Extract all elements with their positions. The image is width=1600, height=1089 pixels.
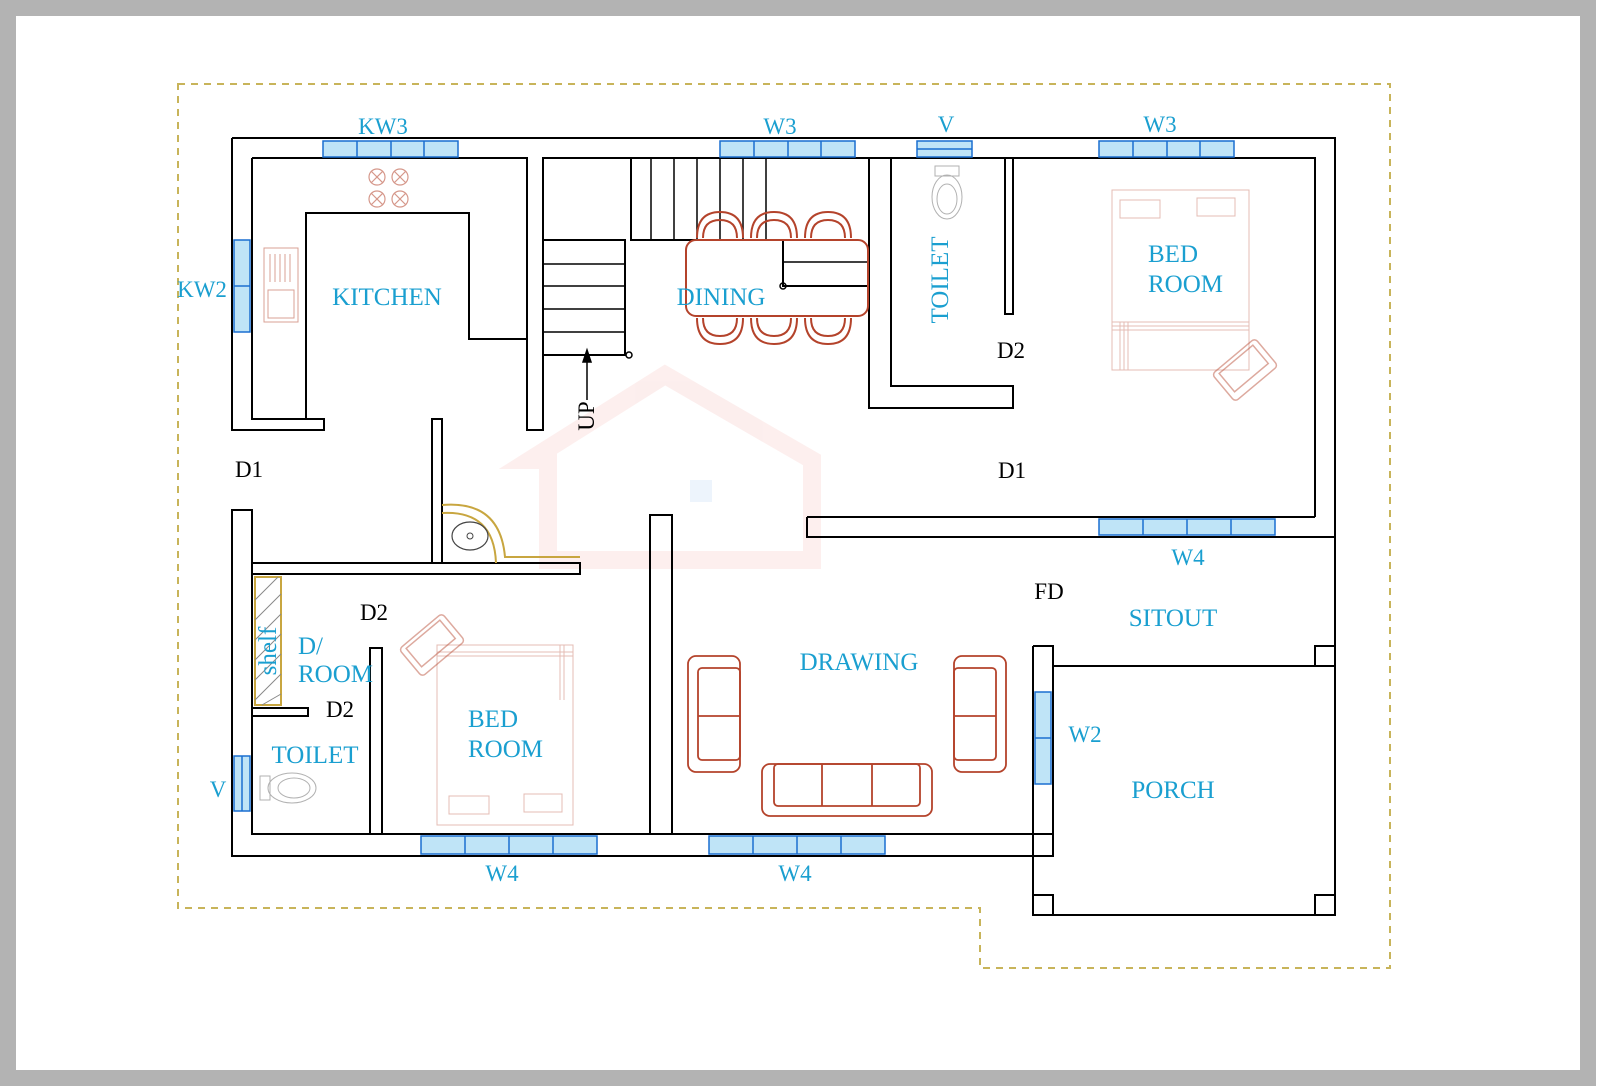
window-label-w2: W2 <box>1068 722 1101 747</box>
kitchen-hob <box>368 168 409 208</box>
porch-column-bl <box>1032 894 1054 916</box>
window-w4-bedroom-top <box>1098 518 1276 536</box>
window-w4-bedroom-bottom <box>420 835 598 855</box>
door-label-d1-left: D1 <box>235 457 263 482</box>
wall-bedroom-top-bottom <box>806 517 1335 538</box>
walls <box>231 137 1336 916</box>
room-label-dining: DINING <box>677 284 766 311</box>
armchair-bottom <box>399 614 465 676</box>
wall-wash <box>252 562 581 575</box>
window-w4-drawing <box>708 835 886 855</box>
wall-porch-top <box>1053 536 1336 667</box>
window-label-kw3: KW3 <box>358 114 408 139</box>
door-label-d1-right: D1 <box>998 458 1026 483</box>
wc-bottom <box>259 772 317 804</box>
watermark-logo <box>498 364 821 569</box>
wall-bed-drawing <box>649 514 673 835</box>
room-label-toilet-bottom: TOILET <box>271 742 358 769</box>
shelf-label: shelf <box>255 626 282 675</box>
room-label-porch: PORCH <box>1131 777 1214 804</box>
wall-outer-top <box>232 137 1336 537</box>
window-v-top <box>916 140 973 158</box>
plot-boundary <box>177 83 1391 969</box>
porch-column-br <box>1314 894 1336 916</box>
dining-set <box>685 210 869 346</box>
door-label-d2-bottom: D2 <box>326 697 354 722</box>
door-label-d2-top: D2 <box>997 338 1025 363</box>
window-label-w4-drawing: W4 <box>778 861 812 886</box>
door-label-fd: FD <box>1034 579 1063 604</box>
room-label-dress-room-line2: ROOM <box>298 661 373 688</box>
window-label-w4-bedroom-bottom: W4 <box>485 861 519 886</box>
window-w3-dining <box>719 140 856 158</box>
wall-toilet-right <box>1004 158 1014 315</box>
window-v-bottom <box>233 755 251 812</box>
room-label-bedroom-bottom-line2: ROOM <box>468 736 543 763</box>
room-label-dress-room-line1: D/ <box>298 633 323 660</box>
room-label-bedroom-top-line1: BED <box>1148 241 1198 268</box>
stair-up-label: UP <box>574 401 599 430</box>
windows <box>233 140 1276 855</box>
room-label-bedroom-bottom-line1: BED <box>468 706 518 733</box>
wc-top <box>931 165 963 220</box>
stair-arrow-head <box>581 347 593 363</box>
window-kw2 <box>233 239 251 333</box>
washbasin <box>441 503 580 564</box>
dining-chairs-bottom <box>696 317 852 346</box>
dining-chairs-top <box>696 210 852 239</box>
door-label-d2-middle: D2 <box>360 600 388 625</box>
bed-top <box>1111 189 1250 371</box>
armchair-top <box>1212 339 1278 401</box>
window-label-v-top: V <box>938 112 955 137</box>
wall-drawing-right <box>1032 646 1054 857</box>
room-label-kitchen: KITCHEN <box>332 284 442 311</box>
window-kw3 <box>322 140 459 158</box>
room-label-sitout: SITOUT <box>1129 605 1217 632</box>
sofa-bottom <box>761 763 933 817</box>
room-label-drawing: DRAWING <box>800 649 919 676</box>
porch-column-tl <box>1314 645 1336 667</box>
sofa-set <box>687 655 1007 817</box>
window-label-w3-dining: W3 <box>763 114 796 139</box>
stair-outline <box>543 239 626 356</box>
sofa-right <box>953 655 1007 773</box>
dining-table <box>685 239 869 317</box>
wall-inner-top <box>252 157 1316 517</box>
wall-dress-toilet <box>251 574 309 717</box>
shelf-unit <box>254 576 282 706</box>
window-w2 <box>1034 691 1052 785</box>
porch-outline <box>1032 666 1336 916</box>
kitchen-sink <box>263 247 299 323</box>
window-label-v-bottom: V <box>210 777 227 802</box>
kitchen-counter <box>305 212 527 419</box>
wall-sitout-fd <box>1033 645 1054 666</box>
window-label-w3-bedroom: W3 <box>1143 112 1176 137</box>
wall-left-outer-upper <box>231 138 325 431</box>
window-w3-bedroom <box>1098 140 1235 158</box>
staircase <box>543 158 869 400</box>
sofa-left <box>687 655 741 773</box>
wall-dining-right <box>868 158 1014 409</box>
bed-bottom <box>436 644 574 826</box>
window-label-kw2: KW2 <box>177 277 227 302</box>
room-label-bedroom-top-line2: ROOM <box>1148 271 1223 298</box>
wall-toilet-bed <box>369 647 383 835</box>
room-label-toilet-top: TOILET <box>927 236 954 323</box>
window-label-w4-bedroom-top: W4 <box>1171 545 1205 570</box>
